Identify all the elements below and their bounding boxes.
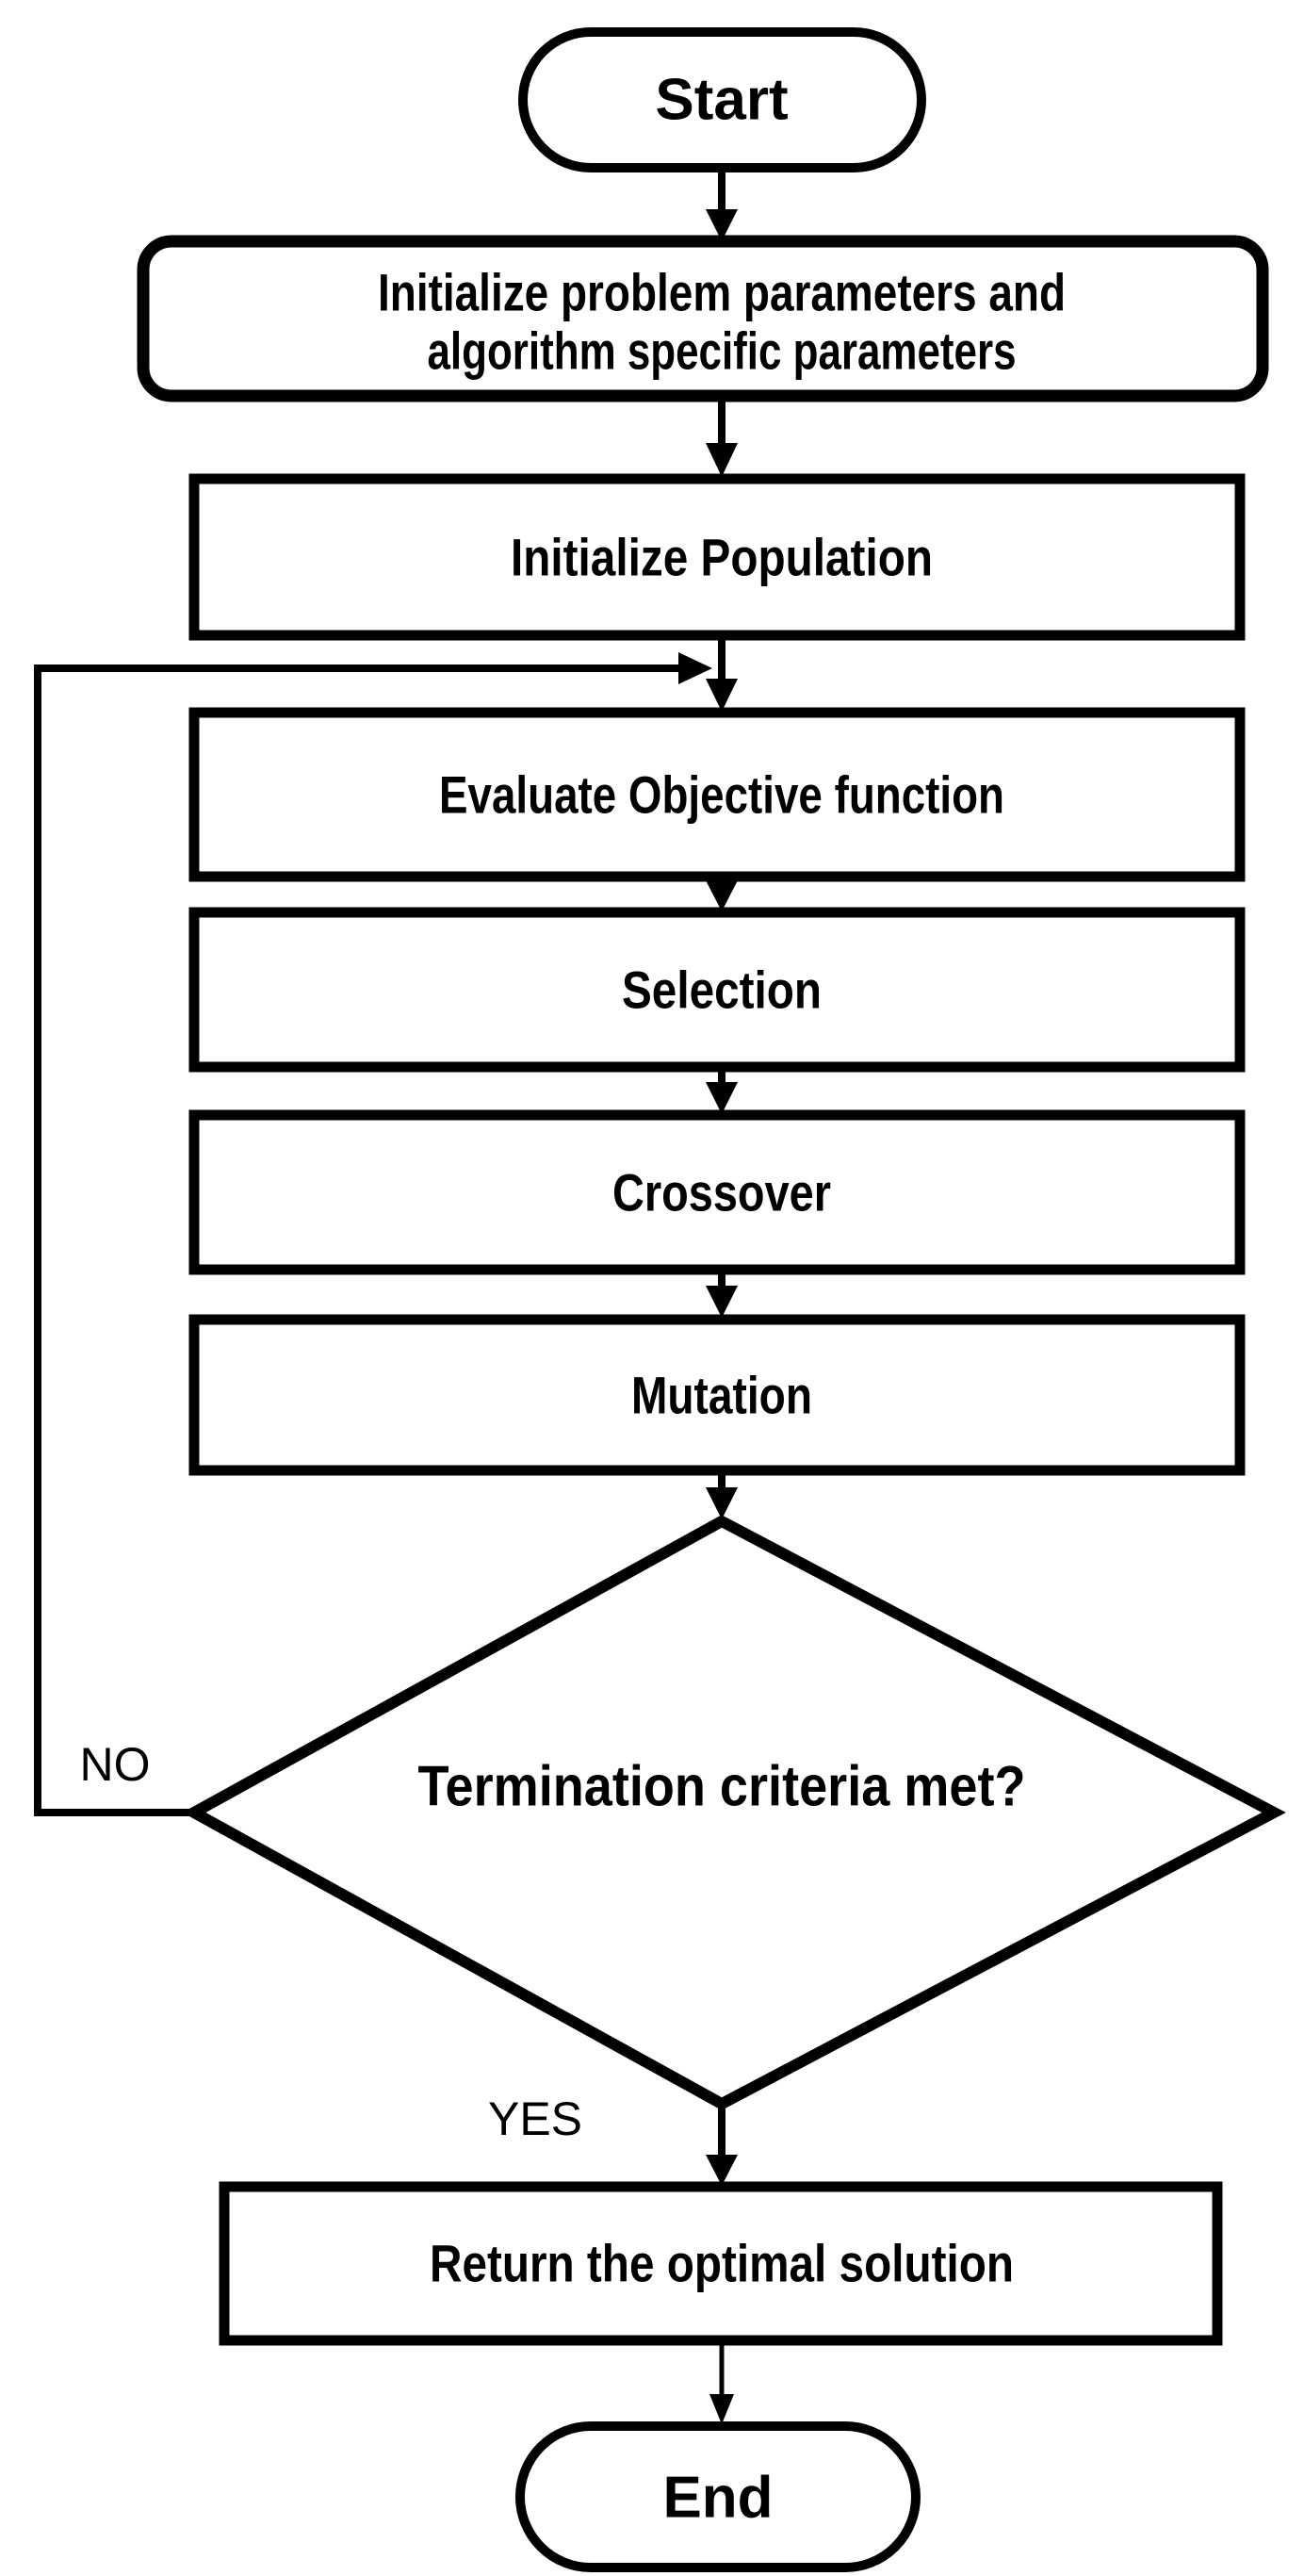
no-edge-label: NO: [80, 1738, 151, 1791]
selection-node: Selection: [188, 907, 1246, 1073]
mutation-shape: [188, 1314, 1246, 1476]
arrowhead-population: [706, 443, 738, 477]
return-solution-shape: [219, 2181, 1223, 2346]
init-params-label-line1: Initialize problem parameters and: [378, 263, 1066, 322]
init-params-label-line2: algorithm specific parameters: [428, 321, 1017, 381]
arrowhead-end: [709, 2394, 734, 2424]
mutation-label: Mutation: [631, 1366, 812, 1425]
evaluate-label: Evaluate Objective function: [439, 765, 1004, 825]
start-label: Start: [655, 68, 788, 133]
start-node: Start: [518, 27, 926, 172]
selection-label: Selection: [622, 960, 822, 1020]
end-node: End: [515, 2421, 921, 2572]
return-solution-label: Return the optimal solution: [430, 2234, 1014, 2293]
return-solution-node: Return the optimal solution: [219, 2181, 1223, 2346]
init-params-node: Initialize problem parameters and algori…: [137, 235, 1269, 402]
arrowhead-decision: [706, 1487, 738, 1519]
mutation-node: Mutation: [188, 1314, 1246, 1476]
decision-node: Termination criteria met?: [182, 1515, 1286, 2110]
end-label: End: [662, 2466, 773, 2531]
arrowhead-no-loop-junction: [678, 652, 712, 684]
edges: [34, 168, 738, 2424]
selection-shape: [188, 907, 1246, 1073]
arrowhead-crossover: [706, 1082, 738, 1114]
yes-edge-label: YES: [488, 2092, 582, 2145]
evaluate-node: Evaluate Objective function: [188, 707, 1246, 882]
decision-shape: [182, 1515, 1286, 2110]
crossover-node: Crossover: [188, 1109, 1246, 1275]
start-shape: [518, 27, 926, 172]
end-shape: [515, 2421, 921, 2572]
decision-label: Termination criteria met?: [418, 1755, 1026, 1818]
init-params-shape: [137, 235, 1269, 402]
arrowhead-mutation: [706, 1286, 738, 1318]
crossover-shape: [188, 1109, 1246, 1275]
arrowhead-evaluate: [706, 679, 738, 712]
arrowhead-return: [706, 2155, 738, 2186]
init-population-node: Initialize Population: [188, 473, 1246, 641]
crossover-label: Crossover: [612, 1163, 831, 1222]
arrowhead-selection: [706, 880, 738, 911]
edge-no-loop: [34, 665, 680, 1816]
evaluate-shape: [188, 707, 1246, 882]
init-population-shape: [188, 473, 1246, 641]
arrowhead-init-params: [706, 209, 738, 241]
init-population-label: Initialize Population: [511, 528, 933, 587]
